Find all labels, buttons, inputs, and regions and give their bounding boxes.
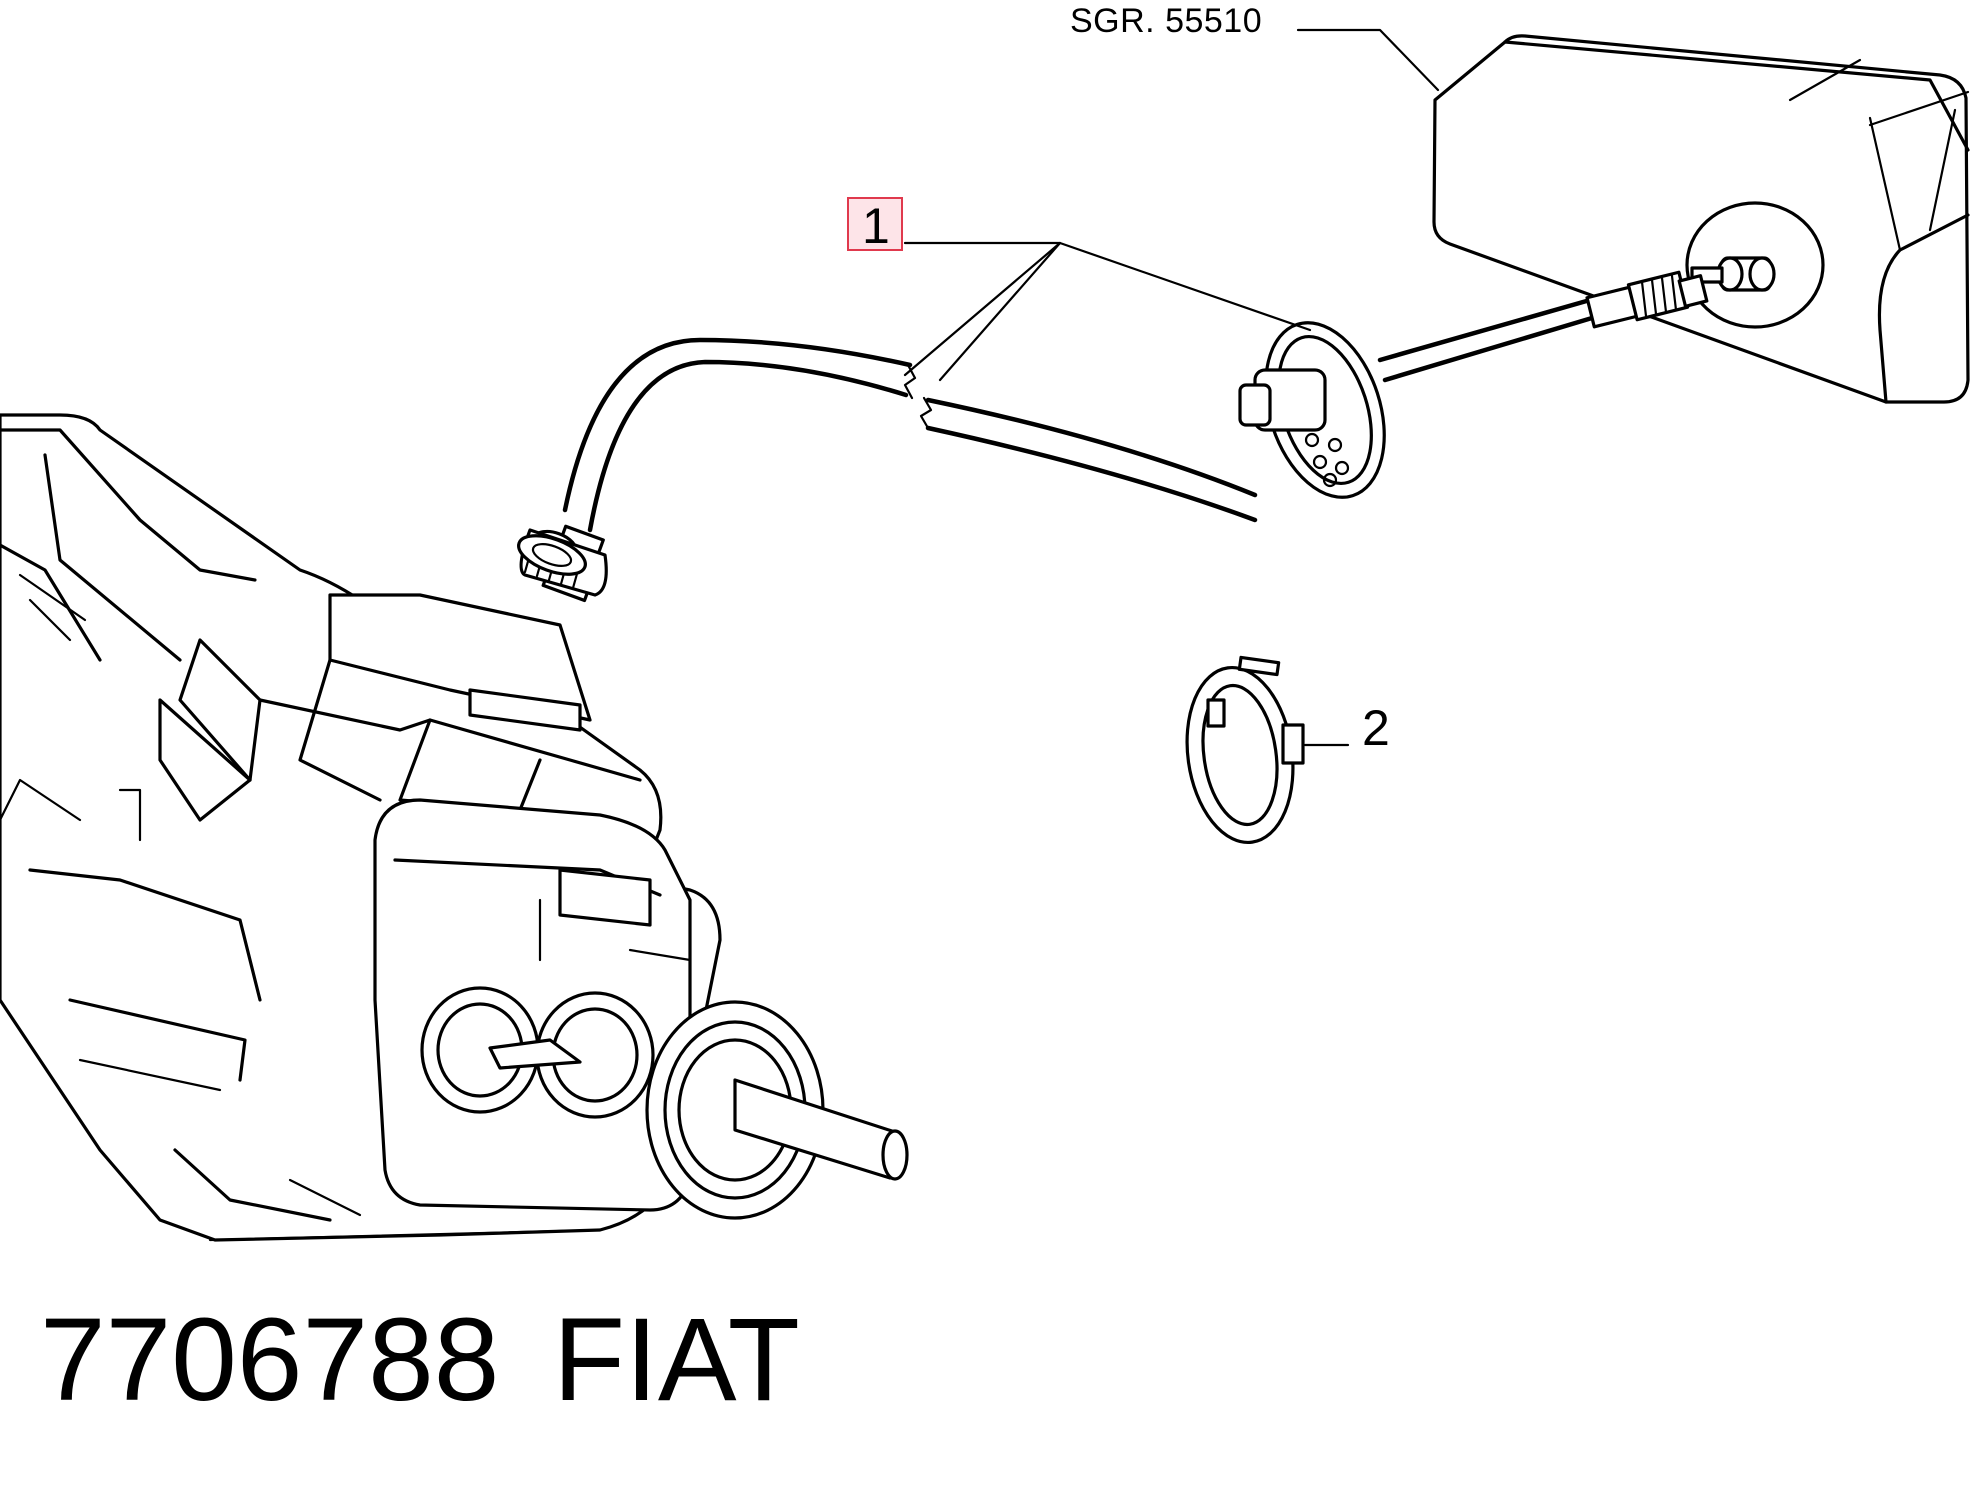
footer: 7706788 FIAT	[40, 1294, 800, 1426]
callout-1-highlight-box[interactable]	[847, 197, 903, 251]
brand-name: FIAT	[553, 1294, 800, 1426]
instrument-cluster-housing	[1432, 34, 1970, 404]
part-2-grommet	[1185, 655, 1305, 845]
cable-grommet	[1238, 321, 1386, 499]
sgr-leader	[1296, 28, 1440, 92]
callout-2-number[interactable]: 2	[1362, 700, 1390, 756]
part-number: 7706788	[40, 1294, 499, 1426]
callout-1-leaders	[903, 241, 1312, 382]
speedometer-cable	[517, 270, 1709, 603]
callout-1-number[interactable]: 1	[862, 198, 890, 254]
sgr-reference-label: SGR. 55510	[1070, 2, 1262, 40]
gearbox-assembly	[0, 413, 909, 1242]
cable-gearbox-connector	[517, 524, 608, 603]
